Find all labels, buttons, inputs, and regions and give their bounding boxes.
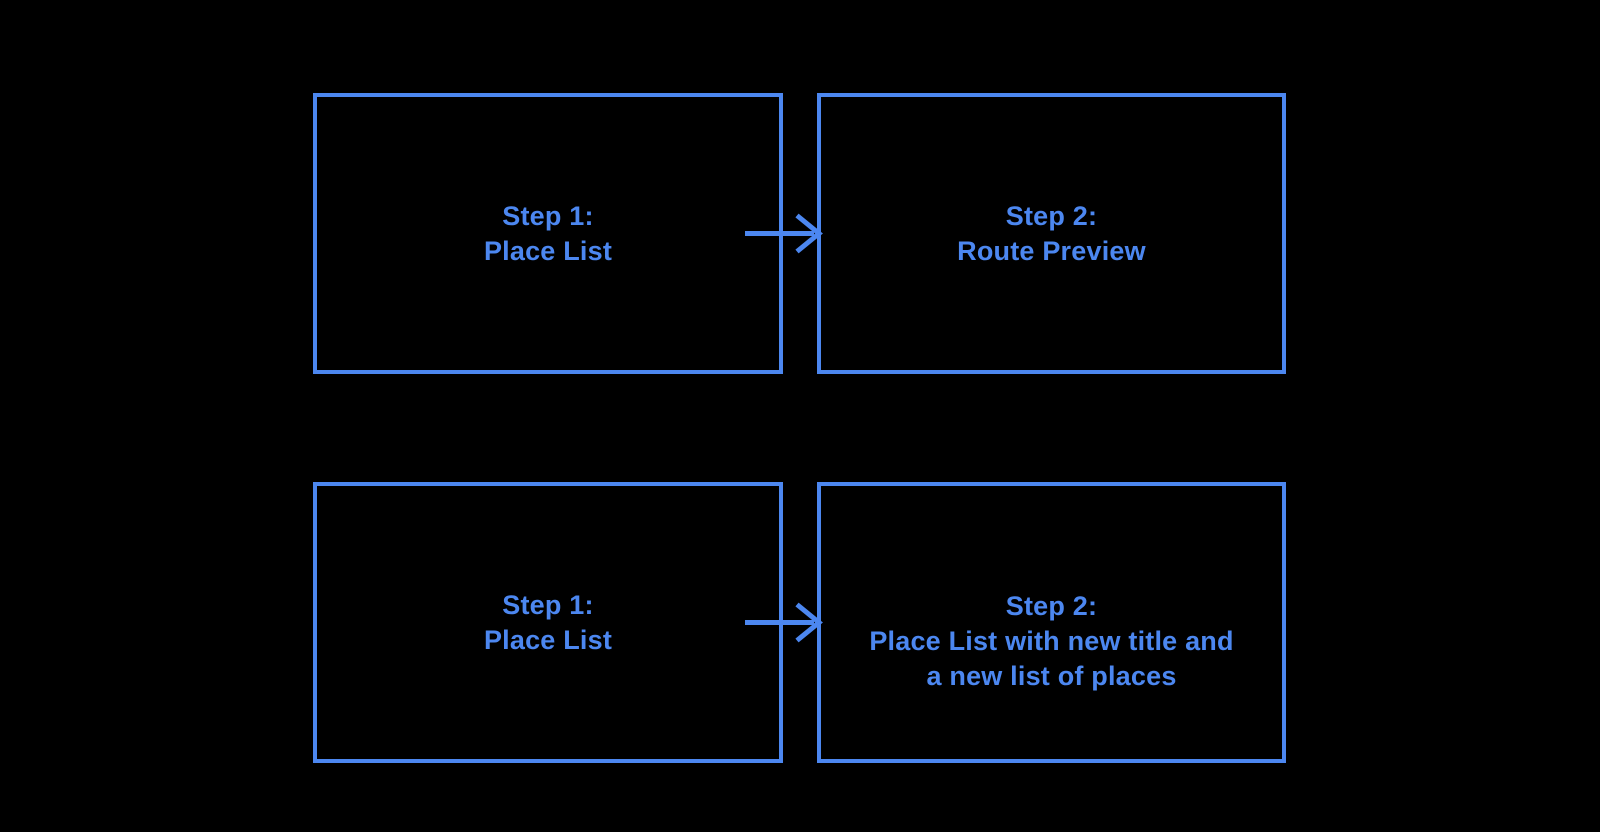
arrowhead-icon bbox=[795, 602, 823, 643]
step-subtitle-line: Place List with new title and bbox=[869, 626, 1234, 656]
step-subtitle-line: Place List bbox=[483, 235, 613, 266]
flow1-step1-box: Step 1: Place List bbox=[313, 93, 783, 374]
step-subtitle-line: Place List bbox=[483, 624, 613, 655]
step-title-line: Step 1: bbox=[502, 589, 594, 620]
flow1-step1-label: Step 1: Place List bbox=[484, 199, 612, 269]
step-title-line: Step 1: bbox=[502, 200, 594, 231]
arrowhead-icon bbox=[795, 213, 823, 254]
step-subtitle-line: Route Preview bbox=[957, 235, 1146, 266]
flow2-step1-label: Step 1: Place List bbox=[484, 588, 612, 658]
step-title-line: Step 2: bbox=[1005, 200, 1098, 231]
flow2-step2-box: Step 2: Place List with new title and a … bbox=[817, 482, 1286, 763]
flow1-step2-box: Step 2: Route Preview bbox=[817, 93, 1286, 374]
flow2-step2-label: Step 2: Place List with new title and a … bbox=[869, 589, 1233, 694]
flow1-step2-label: Step 2: Route Preview bbox=[957, 199, 1146, 269]
flow2-step1-box: Step 1: Place List bbox=[313, 482, 783, 763]
step-subtitle-line-2: a new list of places bbox=[926, 661, 1177, 691]
step-title-line: Step 2: bbox=[1005, 591, 1098, 621]
